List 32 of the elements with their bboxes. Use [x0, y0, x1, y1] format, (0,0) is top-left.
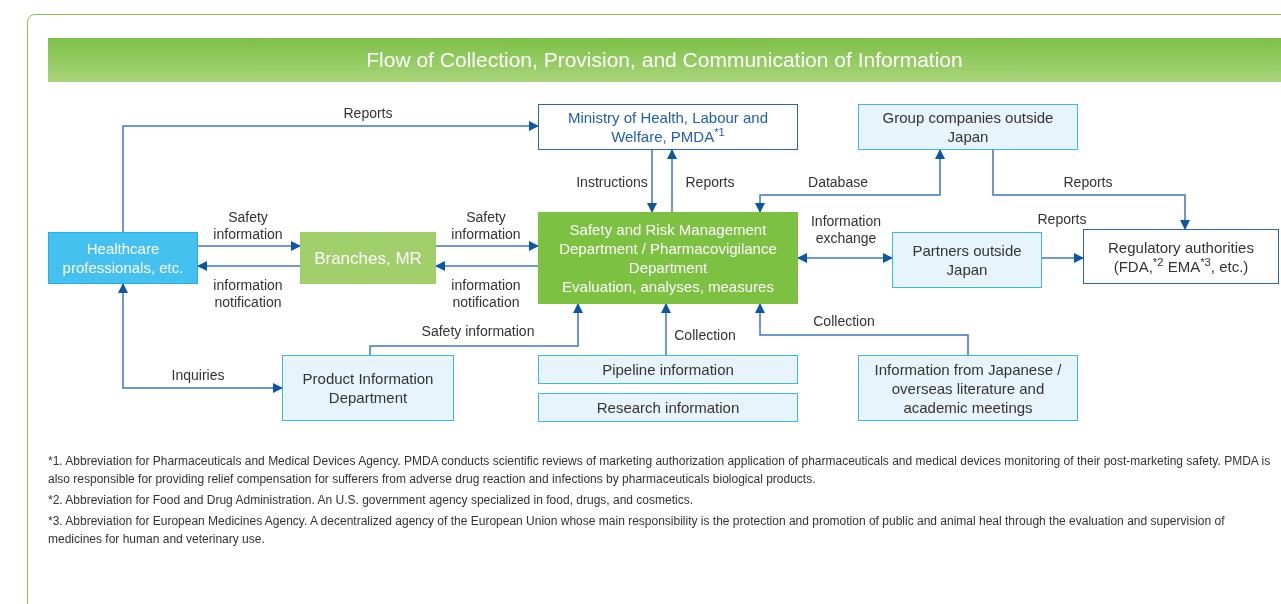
arrow	[435, 261, 539, 271]
info-box: Group companies outside Japan	[858, 104, 1078, 150]
arrow	[197, 261, 301, 271]
info-box: Information from Japanese / overseas literature and academic meetings	[858, 355, 1078, 421]
footnote: *2. Abbreviation for Food and Drug Administration. An U.S. government agency specialized in food, drugs, and cosmetics.	[48, 492, 695, 509]
info-box: Research information	[538, 393, 798, 422]
arrow	[122, 121, 539, 233]
arrow	[118, 283, 283, 393]
edge-label: Inquiries	[171, 366, 225, 384]
arrow	[647, 149, 657, 213]
arrow	[797, 253, 893, 263]
process-box: Healthcare professionals, etc.	[48, 232, 198, 284]
arrow	[992, 149, 1190, 230]
info-box: Product Information Department	[282, 355, 454, 421]
arrow	[1041, 253, 1084, 263]
arrow	[755, 149, 945, 213]
info-box: Regulatory authorities (FDA,$^{*2}$ EMA$^{*3}$, etc.)	[1083, 229, 1279, 284]
arrow	[667, 149, 677, 213]
footnote: *1. Abbreviation for Pharmaceuticals and Medical Devices Agency. PMDA conducts scientific reviews of marketing authorization application of pharmaceuticals and medical devices monitoring of their post-marketing safety. PMDA is also responsible for providing relief compensation for sufferers from adverse drug reaction and infections by pharmaceuticals biological products.	[48, 453, 1272, 488]
arrow	[369, 303, 583, 356]
arrow	[661, 303, 671, 356]
arrow	[197, 241, 301, 251]
title-banner: Flow of Collection, Provision, and Communication of Information	[48, 38, 1281, 82]
footnote: *3. Abbreviation for European Medicines Agency. A decentralized agency of the European Union whose main responsibility is the protection and promotion of public and animal heal through the evaluation and supervision of medicines for human and veterinary use.	[48, 513, 1226, 548]
process-box: Safety and Risk Management Department / Pharmacovigilance Department Evaluation, analyses, measures	[538, 212, 798, 304]
info-box: Partners outside Japan	[892, 232, 1042, 288]
info-box: Pipeline information	[538, 355, 798, 384]
edge-label: Safety information	[421, 322, 535, 340]
arrow	[755, 303, 969, 356]
arrow	[435, 241, 539, 251]
process-box: Branches, MR	[300, 232, 436, 284]
info-box: Ministry of Health, Labour and Welfare, PMDA$^{*1}$	[538, 104, 798, 150]
